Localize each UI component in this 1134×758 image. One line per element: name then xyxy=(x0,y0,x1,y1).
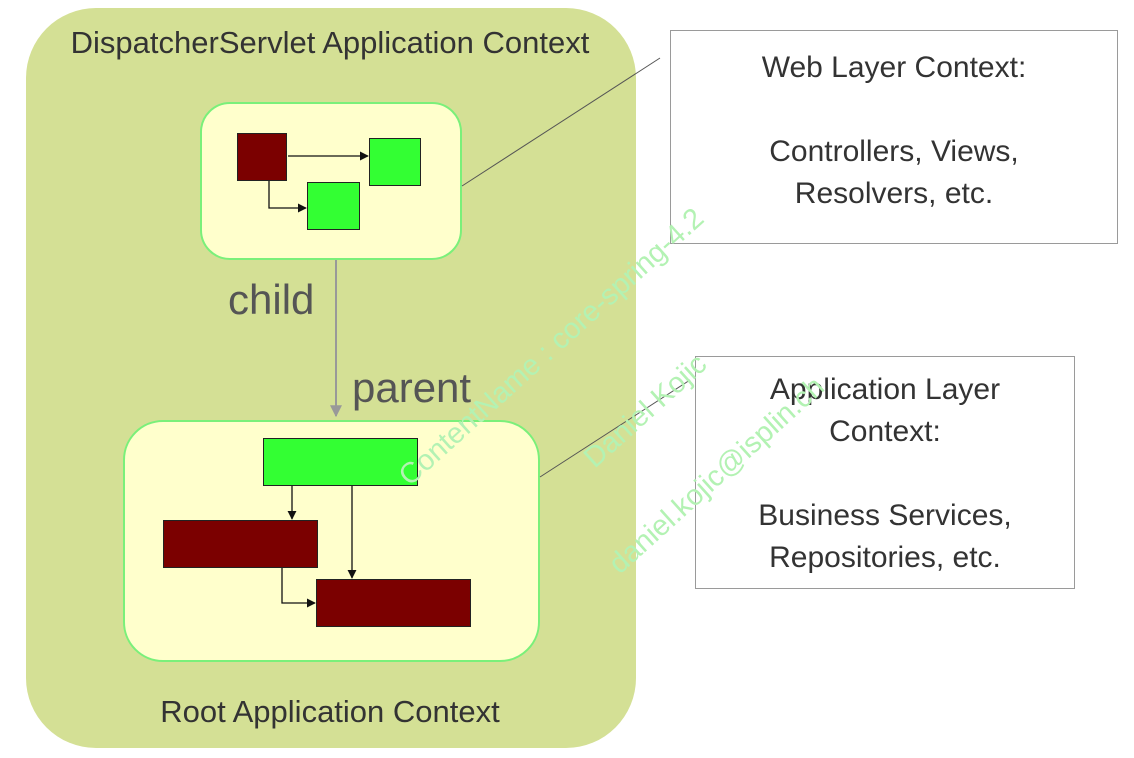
app-note-callout-line xyxy=(539,379,691,478)
web-layer-note: Web Layer Context: Controllers, Views, R… xyxy=(670,30,1118,244)
bean-red-bottom-1 xyxy=(163,520,318,568)
parent-label: parent xyxy=(352,364,472,411)
bean-green-top-1 xyxy=(369,138,421,186)
bean-arrow-bottom-3 xyxy=(281,568,316,608)
bean-red-bottom-2 xyxy=(316,579,471,627)
bean-red-top xyxy=(237,133,287,181)
root-context-label: Root Application Context xyxy=(160,694,500,729)
bean-green-bottom xyxy=(263,438,418,486)
bean-green-top-2 xyxy=(307,182,360,230)
dispatcher-context-label: DispatcherServlet Application Context xyxy=(70,25,590,60)
app-layer-note: Application Layer Context: Business Serv… xyxy=(695,356,1075,589)
child-label: child xyxy=(228,276,315,323)
web-note-callout-line xyxy=(461,57,661,187)
bean-arrow-top-2 xyxy=(268,174,307,213)
